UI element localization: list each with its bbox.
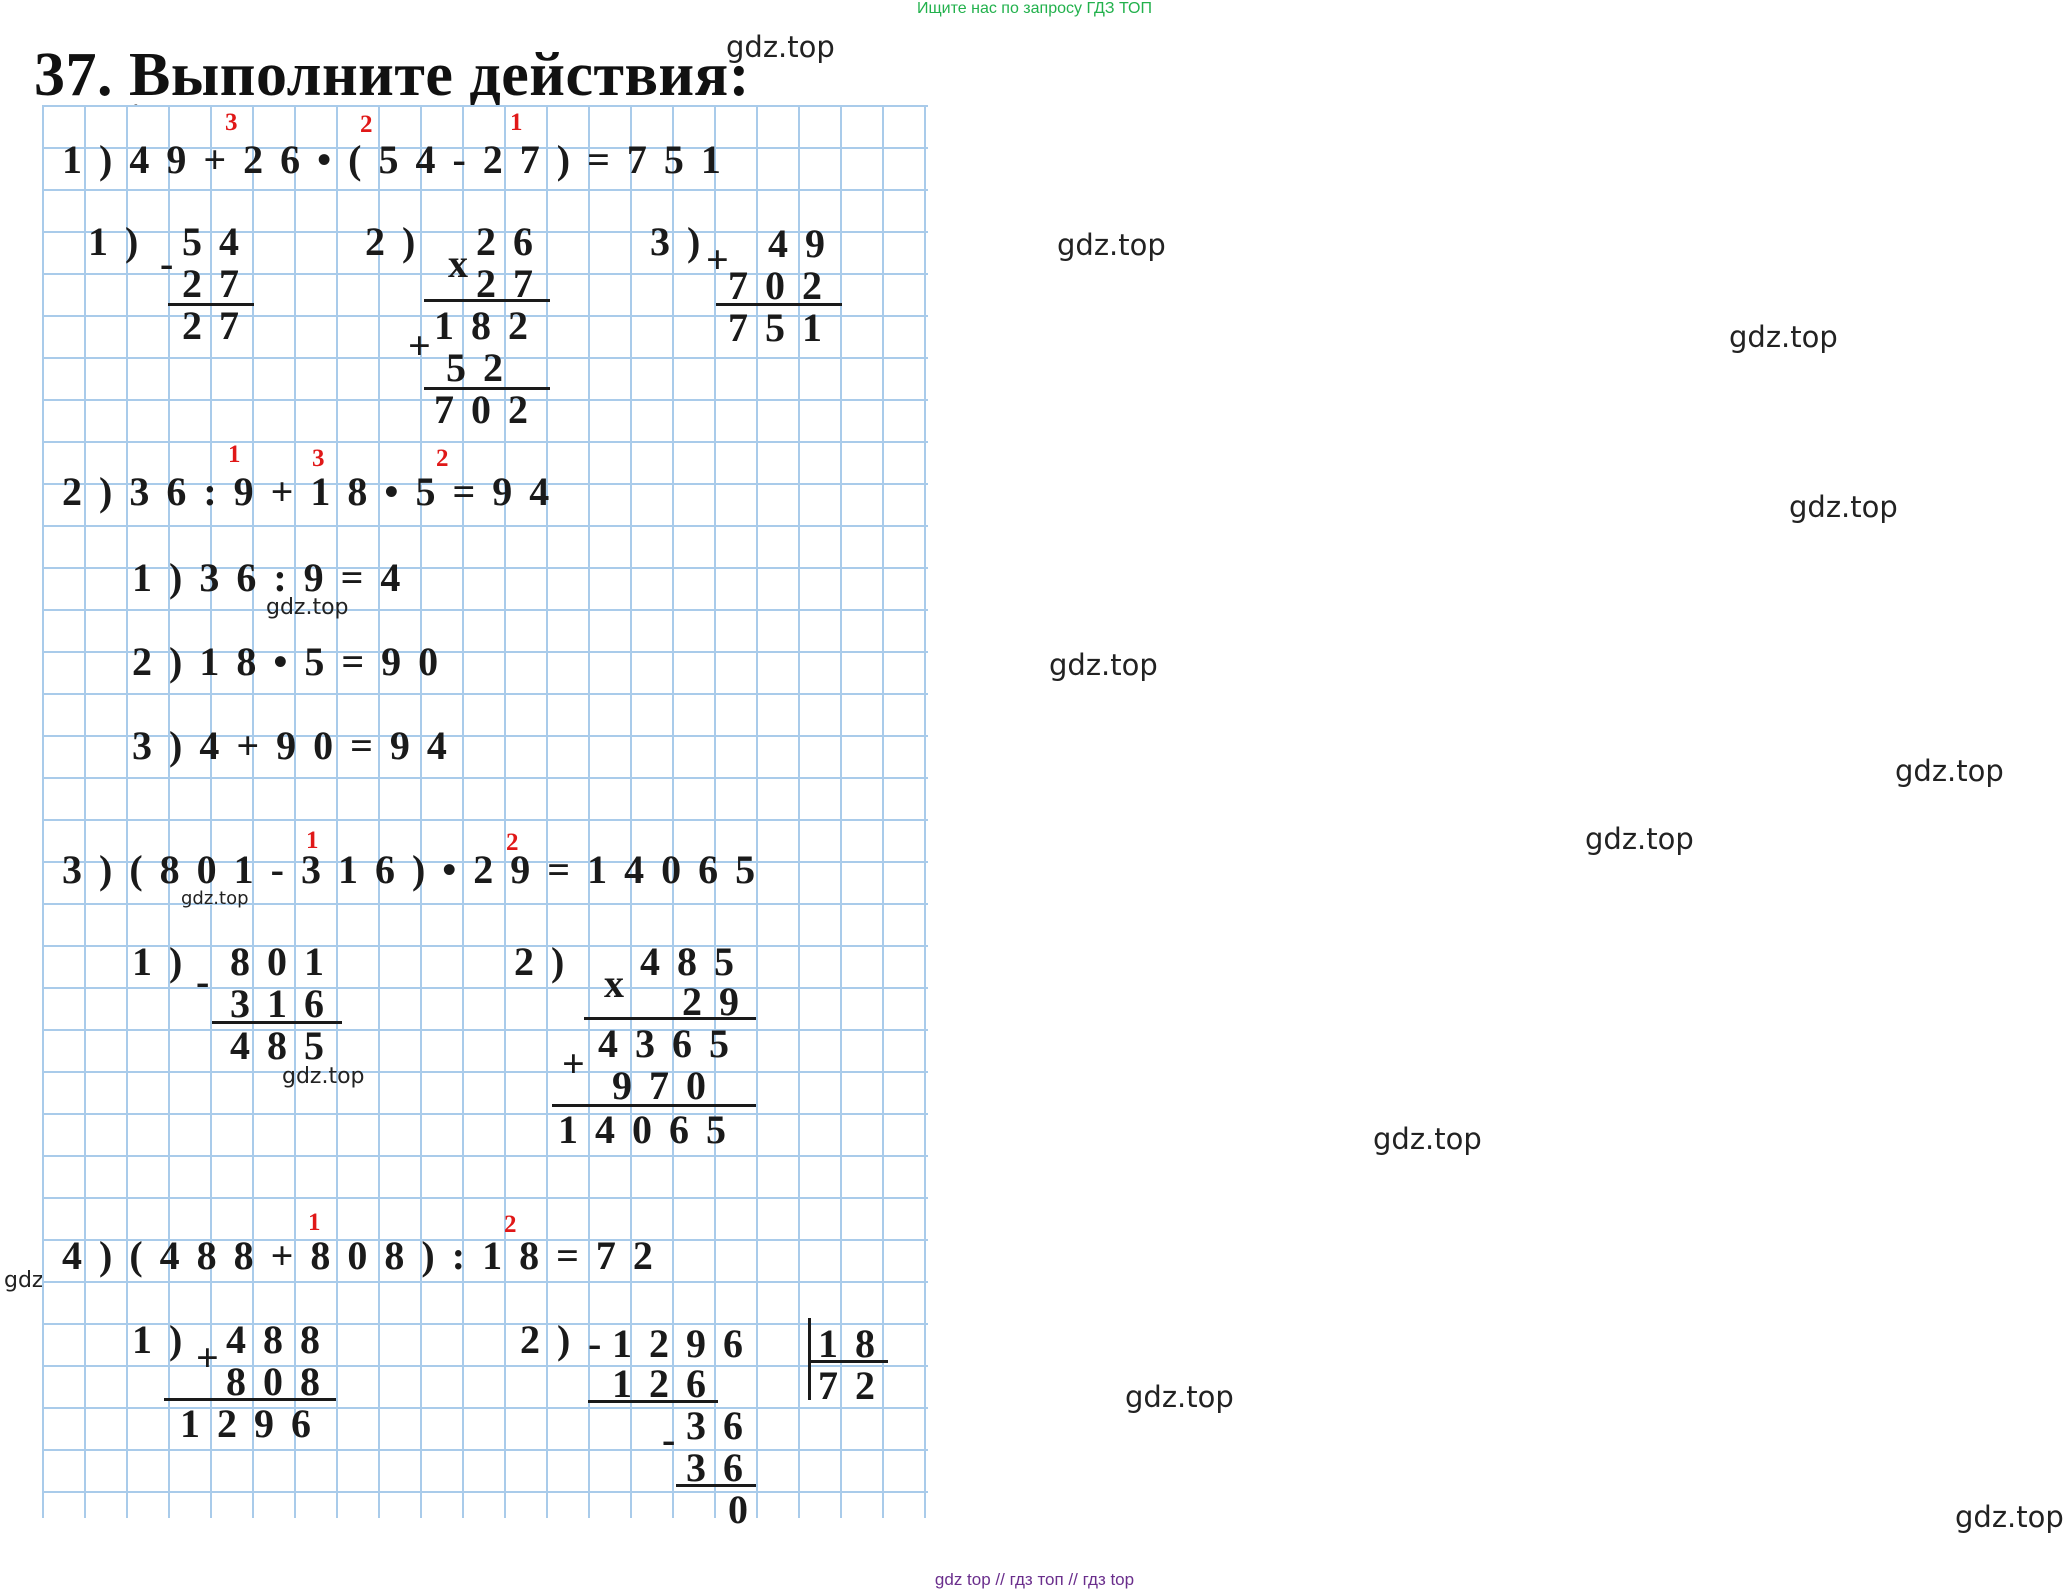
problem-expression: 2)36:9+18•5=94 [62, 469, 567, 514]
problem-expression: 4)(488+808):18=72 [62, 1233, 670, 1278]
result-line [588, 1400, 718, 1403]
addend: 49 [768, 221, 842, 266]
step-label: 1) [132, 939, 200, 984]
times-sign: x [604, 961, 641, 1006]
result-line [212, 1021, 342, 1024]
order-mark: 1 [228, 441, 241, 468]
result-line [424, 387, 550, 390]
order-mark: 1 [510, 109, 523, 136]
partial-product: 182 [434, 303, 545, 348]
watermark: gdz.top [1057, 228, 1166, 262]
minus-sign: - [196, 959, 227, 1004]
multiplicand: 485 [640, 939, 751, 984]
watermark: gdz.top [1585, 822, 1694, 856]
minus-sign: - [160, 241, 191, 286]
quotient: 72 [818, 1363, 892, 1408]
step-label: 2) [514, 939, 582, 984]
order-mark: 1 [308, 1209, 321, 1236]
result-line [168, 303, 254, 306]
grid-paper-sheet [42, 105, 928, 1518]
product-line [584, 1017, 756, 1020]
step-label: 2) [365, 219, 433, 264]
step-label: 3) [650, 219, 718, 264]
subtracted-value: 126 [612, 1361, 723, 1406]
problem-expression: 3)(801-316)•29=14065 [62, 847, 773, 892]
final-remainder: 0 [728, 1487, 765, 1532]
minus-sign: - [662, 1417, 693, 1462]
subtrahend: 27 [182, 261, 256, 306]
order-mark: 2 [436, 445, 449, 472]
order-mark: 1 [306, 827, 319, 854]
watermark: gdz.top [726, 30, 835, 64]
step-equation: 3)4+90=94 [132, 723, 464, 768]
minuend: 801 [230, 939, 341, 984]
partial-product: 970 [612, 1063, 723, 1108]
minuend: 54 [182, 219, 256, 264]
plus-sign: + [706, 237, 746, 282]
partial-product: 4365 [598, 1021, 746, 1066]
result-line [676, 1484, 756, 1487]
result-line [716, 303, 842, 306]
order-mark: 2 [506, 829, 519, 856]
subtrahend: 316 [230, 981, 341, 1026]
watermark: gdz.top [1895, 754, 2004, 788]
minus-sign: - [588, 1321, 619, 1366]
division-bar [808, 1318, 811, 1400]
order-mark: 2 [360, 111, 373, 138]
problem-expression: 1)49+26•(54-27)=751 [62, 137, 738, 182]
exercise-title: 37. Выполните действия: [34, 41, 750, 109]
multiplier: 29 [682, 979, 756, 1024]
difference: 485 [230, 1023, 341, 1068]
step-label: 2) [520, 1317, 588, 1362]
result-line [164, 1398, 336, 1401]
divisor: 18 [818, 1321, 892, 1366]
result-line [552, 1104, 756, 1107]
addend: 702 [728, 263, 839, 308]
remainder: 36 [686, 1403, 760, 1448]
watermark: gdz.top [181, 888, 249, 909]
top-search-link[interactable]: Ищите нас по запросу ГДЗ ТОП [917, 0, 1152, 17]
product: 702 [434, 387, 545, 432]
watermark: gdz.top [1955, 1500, 2064, 1534]
difference: 27 [182, 303, 256, 348]
watermark: gdz.top [1049, 648, 1158, 682]
sum: 751 [728, 305, 839, 350]
multiplicand: 26 [476, 219, 550, 264]
product: 14065 [558, 1107, 743, 1152]
order-mark: 3 [225, 109, 238, 136]
plus-sign: + [196, 1335, 236, 1380]
addend: 488 [226, 1317, 337, 1362]
dividend: 1296 [612, 1321, 760, 1366]
watermark: gdz.top [266, 595, 349, 620]
watermark: gdz.top [1373, 1122, 1482, 1156]
order-mark: 2 [504, 1211, 517, 1238]
partial-product: 52 [446, 345, 520, 390]
plus-sign: + [562, 1041, 602, 1086]
addend: 808 [226, 1359, 337, 1404]
step-label: 1) [88, 219, 156, 264]
plus-sign: + [408, 323, 448, 368]
division-bar [808, 1360, 888, 1363]
step-label: 1) [132, 1317, 200, 1362]
order-mark: 3 [312, 445, 325, 472]
watermark: gdz.top [1125, 1380, 1234, 1414]
subtracted-value: 36 [686, 1445, 760, 1490]
times-sign: x [448, 241, 485, 286]
product-line [424, 299, 550, 302]
multiplier: 27 [476, 261, 550, 306]
watermark: gdz.top [1789, 490, 1898, 524]
watermark: gdz.top [282, 1064, 365, 1089]
step-equation: 1)36:9=4 [132, 555, 418, 600]
footer-links[interactable]: gdz top // гдз топ // гдз top [934, 1570, 1135, 1589]
sum: 1296 [180, 1401, 328, 1446]
step-equation: 2)18•5=90 [132, 639, 456, 684]
watermark: gdz.top [1729, 320, 1838, 354]
